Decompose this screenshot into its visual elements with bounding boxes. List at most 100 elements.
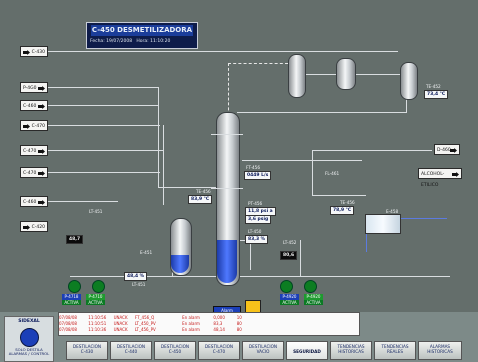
- alarm-time: 11:10:51: [88, 321, 107, 326]
- nav-sublabel: HISTORICAS: [338, 349, 364, 355]
- process-screen: C-450 DESMETILIZADORA Fecha: 19/07/2008 …: [0, 0, 478, 312]
- tag-alcohol-etilico-button[interactable]: ALCOHOL-ETILICO: [418, 168, 462, 188]
- nav-label: DESTILACION: [72, 344, 102, 349]
- valve-icon[interactable]: [280, 156, 286, 161]
- te-top-tag: TE-452: [426, 84, 441, 89]
- valve-icon[interactable]: [74, 210, 80, 215]
- nav-sublabel: VACIO: [256, 349, 270, 355]
- alarm-value: 83,3: [213, 321, 223, 326]
- nav-label: TENDENCIAS: [337, 344, 365, 349]
- fecha-value: 19/07/2008: [106, 39, 133, 44]
- te-heat-value: 78,9 °C: [330, 206, 355, 215]
- lt-left-tag: LT-451: [89, 209, 103, 214]
- pipe-h: [302, 160, 362, 161]
- condenser-3: [400, 62, 418, 100]
- lt-right-tag: LT-452: [283, 240, 297, 245]
- alarm-time: 11:10:56: [88, 315, 107, 320]
- pump-icon[interactable]: [68, 280, 81, 293]
- pump-status-2: P-4710 ACTIVA: [86, 294, 105, 305]
- alarm-limit: 80: [236, 327, 242, 332]
- pipe-h: [48, 125, 160, 126]
- tag-c460-button-2[interactable]: C-460: [20, 196, 48, 207]
- tag-c470-button-3[interactable]: C-470: [20, 167, 48, 178]
- ft-top-value: 0449 L/s: [244, 171, 272, 180]
- heat-exchanger: [365, 214, 401, 234]
- nav-sublabel: REALES: [386, 349, 404, 355]
- alarm-type: UNACK: [113, 315, 128, 320]
- alarm-state: En alarm: [182, 321, 200, 326]
- pipe-v: [300, 240, 301, 276]
- tag-d460-button[interactable]: D-460: [434, 144, 460, 155]
- pump-state: ACTIVA: [280, 300, 299, 305]
- logo-subtitle: SOLO DESTILA ALARMAS / CONTROL: [8, 347, 50, 357]
- column-tray: [211, 188, 243, 189]
- alarm-row[interactable]: 07/08/08 11:10:36 UNACK LT_456_PV En ala…: [59, 327, 359, 332]
- alarm-list[interactable]: 07/08/08 11:10:56 UNACK FT_456_Q En alar…: [58, 312, 360, 336]
- nav-seguridad[interactable]: SEGURIDAD: [286, 341, 328, 360]
- fecha-label: Fecha:: [90, 39, 105, 44]
- alarm-date: 07/08/08: [59, 327, 77, 332]
- lt-bottom-value: 48,4 %: [124, 272, 148, 281]
- nav-label: DESTILACION: [116, 344, 146, 349]
- reboiler-tag: E-451: [140, 250, 153, 255]
- alarm-value: 48,14: [213, 327, 225, 332]
- nav-label: DESTILACION: [248, 344, 278, 349]
- valve-icon[interactable]: [312, 175, 318, 180]
- alarm-row[interactable]: 07/08/08 11:10:56 UNACK FT_456_Q En alar…: [59, 315, 359, 320]
- tag-c460-button[interactable]: C-460: [20, 100, 48, 111]
- nav-sublabel: HISTORICAS: [427, 349, 453, 355]
- pt-mid-value-b: 3,6 psig: [245, 215, 272, 224]
- pipe-vapor: [228, 63, 229, 135]
- tag-c470-button-2[interactable]: C-470: [20, 145, 48, 156]
- alarm-type: UNACK: [113, 327, 128, 332]
- alarm-date: 07/08/08: [59, 315, 77, 320]
- pipe-h: [48, 87, 158, 88]
- alarm-tag: LT_450_PV: [134, 321, 156, 326]
- pipe-h: [312, 195, 366, 196]
- pipe-v: [250, 240, 251, 270]
- alarm-state: En alarm: [182, 315, 200, 320]
- pipe-h: [242, 160, 302, 161]
- alarm-limit: 10: [236, 315, 242, 320]
- tag-p460-button[interactable]: P-4G0: [20, 82, 48, 93]
- tag-c430-button[interactable]: C-430: [20, 46, 48, 57]
- page-title: C-450 DESMETILIZADORA: [91, 25, 193, 36]
- alarm-tag: FT_456_Q: [134, 315, 155, 320]
- te-top-value: 73,4 °C: [424, 90, 449, 99]
- pump-tag: P-4710: [86, 294, 105, 300]
- tag-c420-button[interactable]: C-420: [20, 221, 48, 232]
- te-mid-tag: TE-456: [196, 189, 211, 194]
- ft-right-tag: FL-461: [325, 171, 340, 176]
- pipe-v: [158, 87, 159, 187]
- condenser-2: [336, 58, 356, 90]
- tag-c470-button-1[interactable]: C-470: [20, 120, 48, 131]
- valve-icon[interactable]: [182, 247, 188, 252]
- pipe-h: [48, 172, 160, 173]
- hora-label: Hora:: [136, 39, 149, 44]
- pipe-v: [312, 150, 313, 195]
- nav-sublabel: C-440: [124, 349, 138, 355]
- hx-tag: E-458: [386, 209, 399, 214]
- pump-status-1: P-4718 ACTIVA: [62, 294, 81, 305]
- pipe-h: [48, 105, 158, 106]
- lt-mid-tag: LT-450: [248, 229, 262, 234]
- alarm-value: 0,000: [213, 315, 225, 320]
- hora-value: 11:10:20: [150, 39, 171, 44]
- alarm-row[interactable]: 07/08/08 11:10:51 UNACK LT_450_PV En ala…: [59, 321, 359, 326]
- pump-icon[interactable]: [92, 280, 105, 293]
- pump-icon[interactable]: [280, 280, 293, 293]
- nav-sublabel: C-450: [168, 349, 182, 355]
- pipe-cooling: [397, 218, 447, 219]
- nav-label: SEGURIDAD: [293, 349, 321, 354]
- pump-icon[interactable]: [304, 280, 317, 293]
- pump-status-3: P-4920 ACTIVA: [280, 294, 299, 305]
- pipe-v: [406, 96, 407, 112]
